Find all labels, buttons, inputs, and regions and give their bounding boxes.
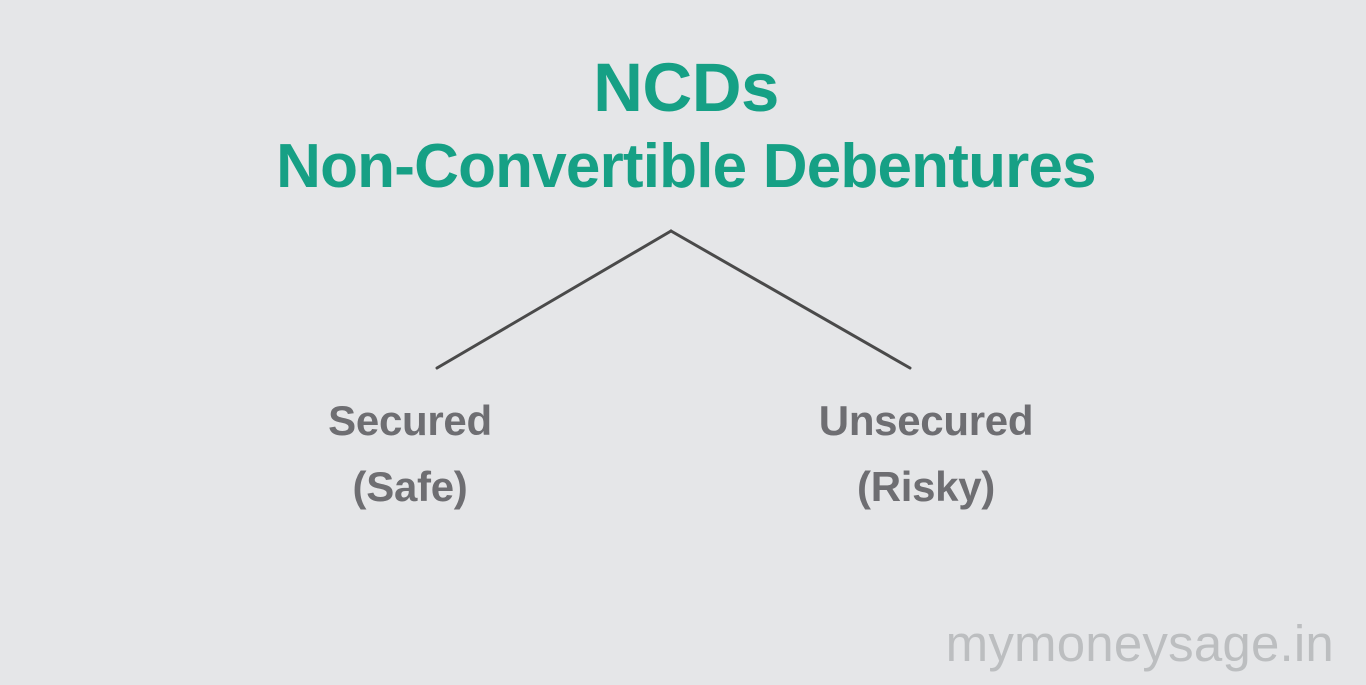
connector-line-left [435, 229, 673, 370]
node-unsecured-sublabel: (Risky) [857, 463, 995, 510]
child-node-unsecured: Unsecured (Risky) [726, 388, 1126, 520]
node-secured-label: Secured [328, 397, 492, 444]
node-unsecured-label: Unsecured [818, 397, 1034, 444]
title-line-non-convertible-debentures: Non-Convertible Debentures [276, 132, 1097, 201]
watermark: mymoneysage.in [945, 615, 1334, 672]
root-node-title: NCDs Non-Convertible Debentures [0, 48, 1366, 206]
connector-line-right [669, 229, 912, 370]
node-secured-sublabel: (Safe) [352, 463, 468, 510]
child-node-secured: Secured (Safe) [210, 388, 610, 520]
title-line-ncds: NCDs [593, 49, 779, 126]
